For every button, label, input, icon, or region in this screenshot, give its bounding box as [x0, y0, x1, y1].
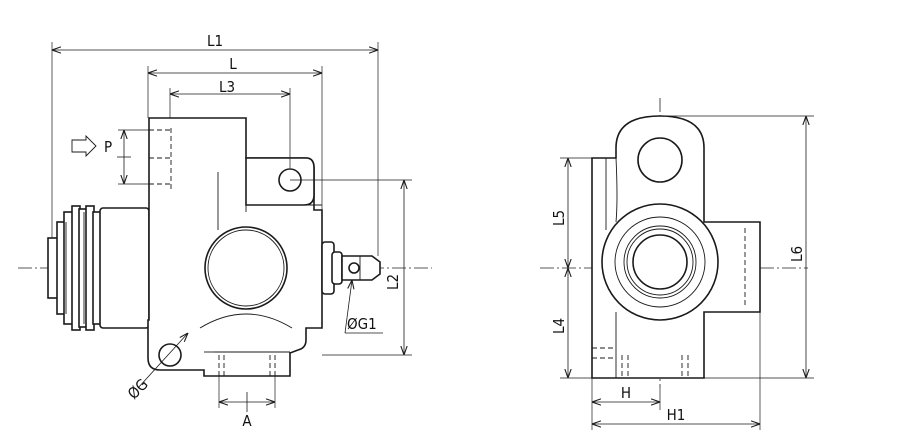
dim-L-label: L [229, 55, 237, 73]
dim-L3-label: L3 [219, 78, 235, 96]
dim-G-label: ØG [124, 375, 152, 403]
front-mounting-hole [637, 137, 683, 183]
front-view: L5 L4 L6 H H1 [540, 98, 814, 430]
side-view: L1 L L3 P L2 [18, 32, 432, 430]
dim-H-label: H [621, 384, 631, 402]
dim-L5-label: L5 [550, 210, 568, 226]
dim-L6-label: L6 [788, 246, 806, 262]
dim-H-H1: H H1 [591, 312, 761, 430]
valve-body [147, 117, 323, 377]
dim-P: P [71, 129, 150, 185]
mounting-hole-bottom [158, 343, 182, 367]
dim-A: A [218, 376, 276, 430]
dim-L2-label: L2 [384, 274, 402, 290]
dim-P-label: P [104, 138, 112, 156]
dim-G1: ØG1 [344, 280, 383, 334]
dim-H1-label: H1 [667, 406, 686, 424]
dim-L4-label: L4 [550, 318, 568, 334]
dim-G1-label: ØG1 [347, 315, 377, 333]
dim-L5-L4: L5 L4 [550, 157, 606, 379]
dim-L1-label: L1 [207, 32, 223, 50]
top-dimensions: L1 L L3 [51, 32, 379, 256]
pulley [47, 205, 150, 331]
dim-L2: L2 [290, 179, 412, 356]
dim-A-label: A [242, 412, 252, 430]
outlet-fitting [321, 241, 381, 295]
dim-L6: L6 [660, 115, 814, 379]
